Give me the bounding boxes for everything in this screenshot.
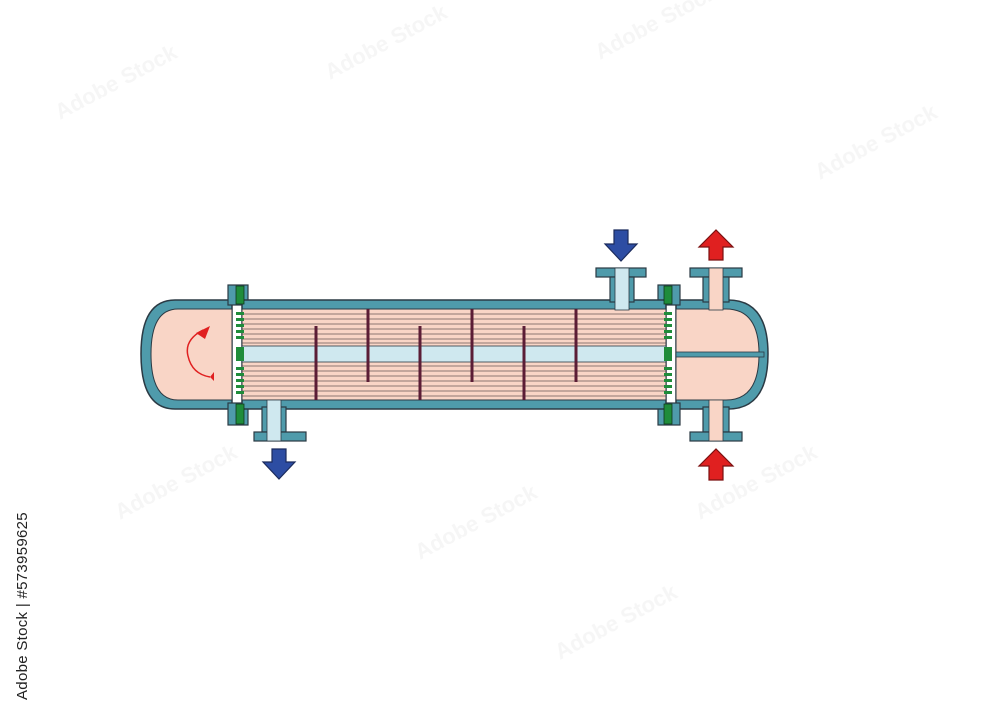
watermark-text: Adobe Stock bbox=[321, 0, 452, 84]
watermark-text: Adobe Stock bbox=[51, 39, 182, 125]
watermark-text: Adobe Stock bbox=[551, 579, 682, 665]
left-tube-sheet bbox=[235, 285, 245, 425]
shell-inlet-nozzle bbox=[595, 267, 647, 311]
tube-inlet-nozzle bbox=[689, 399, 743, 442]
left-return-head bbox=[140, 299, 233, 410]
pass-lane bbox=[241, 345, 667, 363]
watermark-text: Adobe Stock bbox=[111, 439, 242, 525]
shell bbox=[241, 299, 667, 410]
up-arrow-icon bbox=[697, 448, 735, 481]
tube-bundle bbox=[242, 313, 666, 397]
right-channel-head bbox=[675, 299, 769, 410]
right-tube-sheet bbox=[663, 285, 673, 425]
stock-id-text: Adobe Stock | #573959625 bbox=[14, 512, 31, 700]
watermark-text: Adobe Stock bbox=[591, 0, 722, 64]
curved-return-arrow-icon bbox=[186, 326, 214, 381]
left-head-fluid bbox=[150, 308, 233, 401]
watermark-text: Adobe Stock bbox=[411, 479, 542, 565]
pass-partition-plate bbox=[675, 351, 765, 358]
up-arrow-icon bbox=[697, 229, 735, 261]
baffles bbox=[314, 309, 578, 400]
watermark-text: Adobe Stock bbox=[811, 99, 942, 185]
down-arrow-icon bbox=[261, 448, 297, 480]
tube-outlet-nozzle bbox=[689, 267, 743, 311]
watermark-text: Adobe Stock bbox=[691, 439, 822, 525]
shell-outlet-nozzle bbox=[253, 399, 307, 442]
down-arrow-icon bbox=[603, 229, 639, 262]
